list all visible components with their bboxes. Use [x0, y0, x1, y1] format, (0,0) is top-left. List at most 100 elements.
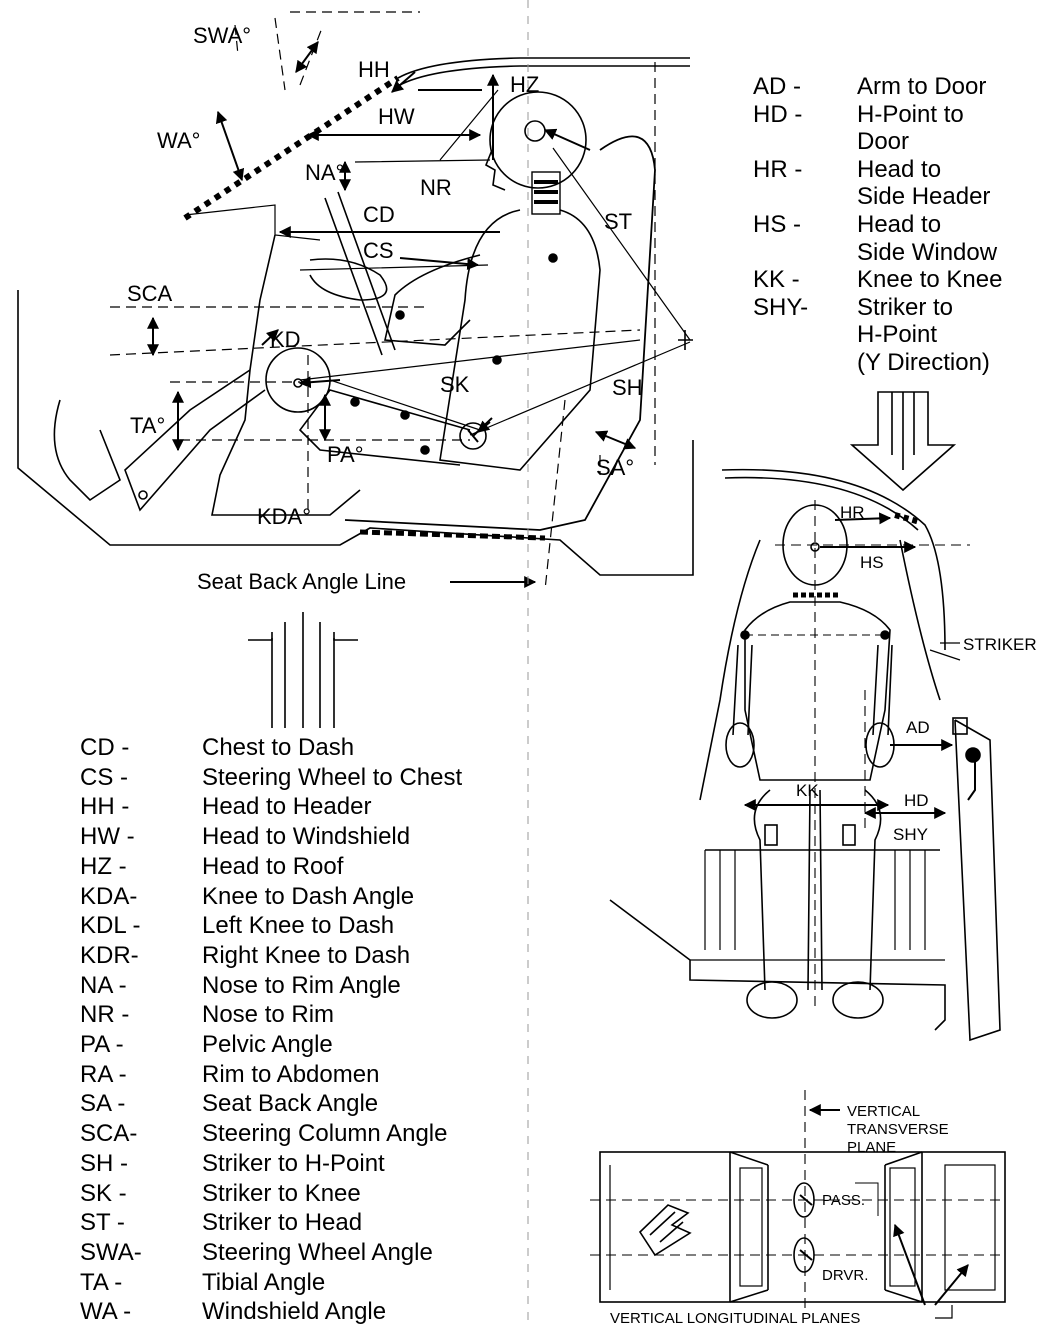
side-pillar [699, 539, 941, 801]
legend-code: AD - [753, 73, 801, 100]
legend-code: KDA- [80, 882, 138, 910]
legend-row: NA - Nose to Rim Angle [80, 971, 462, 1001]
legend-row: KDR- Right Knee to Dash [80, 941, 462, 971]
front-view: HR HS STRIKER AD KK HD SHY [609, 468, 1037, 1042]
label-ad: AD [906, 718, 930, 737]
label-drvr: DRVR. [822, 1267, 868, 1284]
legend-row: ST -Striker to Head [80, 1208, 462, 1238]
legend-row: AD - Arm to Door [753, 73, 1002, 101]
label-sa: SA° [596, 455, 634, 480]
view-direction-arrow-bottom [248, 612, 358, 728]
legend-row: SH - Striker to H-Point [80, 1149, 462, 1179]
legend-description: Arm to Door [857, 73, 987, 100]
legend-code: KK - [753, 266, 800, 294]
label-nr: NR [420, 175, 452, 200]
legend-description: Striker to Knee [202, 1179, 361, 1207]
legend-code: TA - [80, 1268, 123, 1296]
legend-code: SH - [80, 1149, 128, 1177]
legend-description: Seat Back Angle [202, 1090, 379, 1118]
legend-description: Head to Header [202, 793, 372, 821]
roof-line [397, 57, 690, 79]
legend-row: HR - Head to Side Header [753, 156, 1002, 211]
legend-row: NR - Nose to Rim [80, 1000, 462, 1030]
legend-code: SWA- [80, 1238, 142, 1266]
legend-code: HS - [753, 210, 801, 238]
label-plane: PLANE [847, 1139, 896, 1156]
legend-description: Chest to Dash [202, 734, 355, 761]
label-sk: SK [440, 372, 470, 397]
legend-description: Right Knee to Dash [202, 941, 411, 969]
legend-row: SK - Striker to Knee [80, 1179, 462, 1209]
legend-description: Rim to Abdomen [202, 1060, 380, 1088]
legend-code: CD - [80, 734, 130, 761]
label-st: ST [604, 209, 632, 234]
legend-description: Knee to Dash Angle [202, 882, 415, 910]
floor-outline [17, 290, 694, 576]
legend-code: NA - [80, 971, 127, 999]
view-direction-arrow-top [849, 391, 957, 492]
legend-code: HW - [80, 823, 135, 851]
legend-code: ST - [80, 1209, 125, 1237]
legend-code: KDR- [80, 941, 139, 969]
legend-row: HW -Head to Windshield [80, 822, 462, 852]
label-sca: SCA [127, 281, 173, 306]
legend-row: CS -Steering Wheel to Chest [80, 763, 462, 793]
front-floor [609, 899, 946, 1031]
label-ta: TA° [130, 413, 165, 438]
label-hd: HD [904, 791, 929, 810]
legend-code: SCA- [80, 1120, 138, 1148]
legend-description: Nose to Rim [202, 1001, 335, 1029]
legend-code: NR - [80, 1001, 130, 1029]
legend-row: SWA-Steering Wheel Angle [80, 1238, 462, 1268]
steering-column [324, 191, 396, 356]
legend-description: Pelvic Angle [202, 1031, 333, 1059]
seat-back [344, 135, 656, 531]
legend-row: KDL -Left Knee to Dash [80, 911, 462, 941]
legend-description: Head to Side Header [857, 155, 991, 211]
legend-code: CS - [80, 763, 128, 791]
plan-view: VERTICAL TRANSVERSE PLANE PASS. DRVR. VE… [590, 1090, 1006, 1327]
legend-row: TA -Tibial Angle [80, 1268, 462, 1298]
legend-code: HD - [753, 100, 803, 128]
label-hz: HZ [510, 72, 539, 97]
legend-code: HR - [753, 155, 803, 183]
occupant-torso [439, 209, 601, 471]
label-striker: STRIKER [963, 635, 1037, 654]
label-hh: HH [358, 57, 390, 82]
legend-description: Nose to Rim Angle [202, 971, 401, 999]
legend-code: HH - [80, 793, 130, 821]
label-pa: PA° [327, 442, 364, 467]
legend-row: PA -Pelvic Angle [80, 1030, 462, 1060]
legend-row: KK - Knee to Knee [753, 266, 1002, 294]
legend-row: HH - Head to Header [80, 792, 462, 822]
occupant-head [489, 91, 587, 189]
legend-code: SK - [80, 1179, 127, 1207]
legend-row: SA -Seat Back Angle [80, 1089, 462, 1119]
legend-description: Striker to H-Point [202, 1149, 385, 1177]
legend-description: Windshield Angle [202, 1298, 387, 1326]
legend-code: HZ - [80, 852, 127, 880]
label-kk: KK [796, 781, 819, 800]
seat-back-angle-caption: Seat Back Angle Line [197, 569, 407, 594]
legend-row: WA -Windshield Angle [80, 1297, 462, 1327]
label-hw: HW [378, 104, 415, 129]
legend-row: KDA- Knee to Dash Angle [80, 882, 462, 912]
label-swa: SWA° [193, 23, 251, 48]
legend-row: HZ -Head to Roof [80, 852, 462, 882]
windshield [183, 75, 400, 221]
legend-description: Striker to H-Point (Y Direction) [857, 293, 990, 376]
label-shy: SHY [893, 825, 928, 844]
legend-row: SHY-Striker to H-Point (Y Direction) [753, 294, 1002, 377]
roof-line-inner [397, 65, 690, 87]
legend-description: Knee to Knee [857, 266, 1003, 294]
label-cs: CS [363, 238, 394, 263]
legend-code: RA - [80, 1060, 127, 1088]
dash-outline [211, 234, 361, 516]
door-panel [954, 719, 1001, 1042]
side-view: SWA° HH HZ HW WA° NA° NR CD CS ST SCA KD… [17, 11, 694, 591]
label-na: NA° [305, 160, 344, 185]
label-sh: SH [612, 375, 643, 400]
